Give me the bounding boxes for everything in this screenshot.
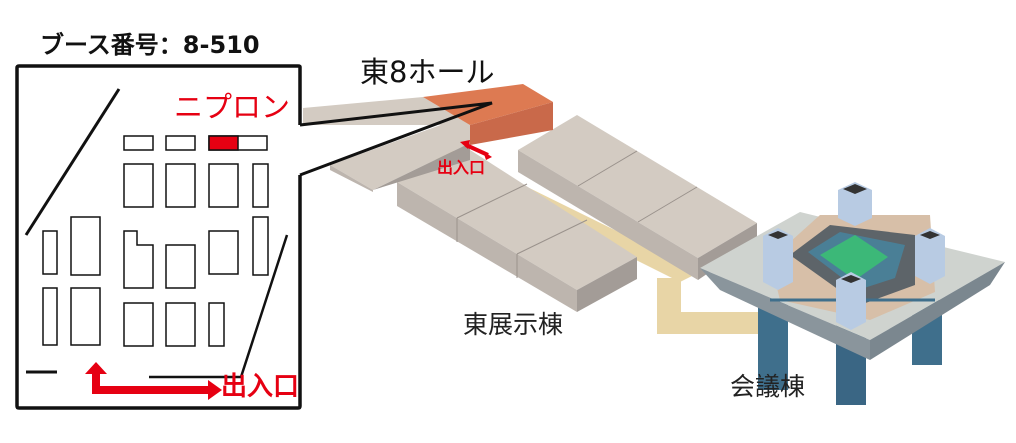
booth (252, 163, 269, 208)
conference-building-label: 会議棟 (730, 372, 806, 401)
conference-building (700, 182, 1005, 405)
booth (208, 163, 239, 208)
entrance-arrow-small (460, 140, 492, 160)
booth-entrance-label: 出入口 (221, 372, 300, 402)
booth (252, 216, 269, 276)
company-name: ニプロン (174, 90, 291, 124)
conference-green-roof (820, 235, 888, 280)
booth (208, 230, 239, 275)
booth (123, 135, 154, 151)
east-building-block-left (397, 148, 637, 312)
entrance-arrow (85, 362, 222, 400)
booth (70, 287, 101, 346)
booth (165, 244, 196, 289)
booth (42, 230, 58, 275)
conference-towers (763, 182, 945, 330)
booth (123, 163, 154, 208)
booth-number-title: ブース番号：8-510 (40, 31, 260, 59)
booth (208, 302, 225, 347)
east-building-label: 東展示棟 (463, 310, 564, 339)
booth-panel (15, 64, 493, 410)
booth-nipron-highlight (208, 135, 239, 151)
booth (165, 302, 196, 347)
booth (42, 287, 58, 346)
booth (165, 135, 196, 151)
booth (165, 163, 196, 208)
hall-8-building (303, 84, 553, 192)
booth (123, 230, 154, 289)
booth (123, 302, 154, 347)
hall-label: 東8ホール (360, 55, 495, 89)
booth-grid (42, 135, 269, 347)
hall-entrance-label: 出入口 (437, 158, 486, 177)
callout-lines (299, 101, 493, 177)
booth (70, 216, 101, 276)
